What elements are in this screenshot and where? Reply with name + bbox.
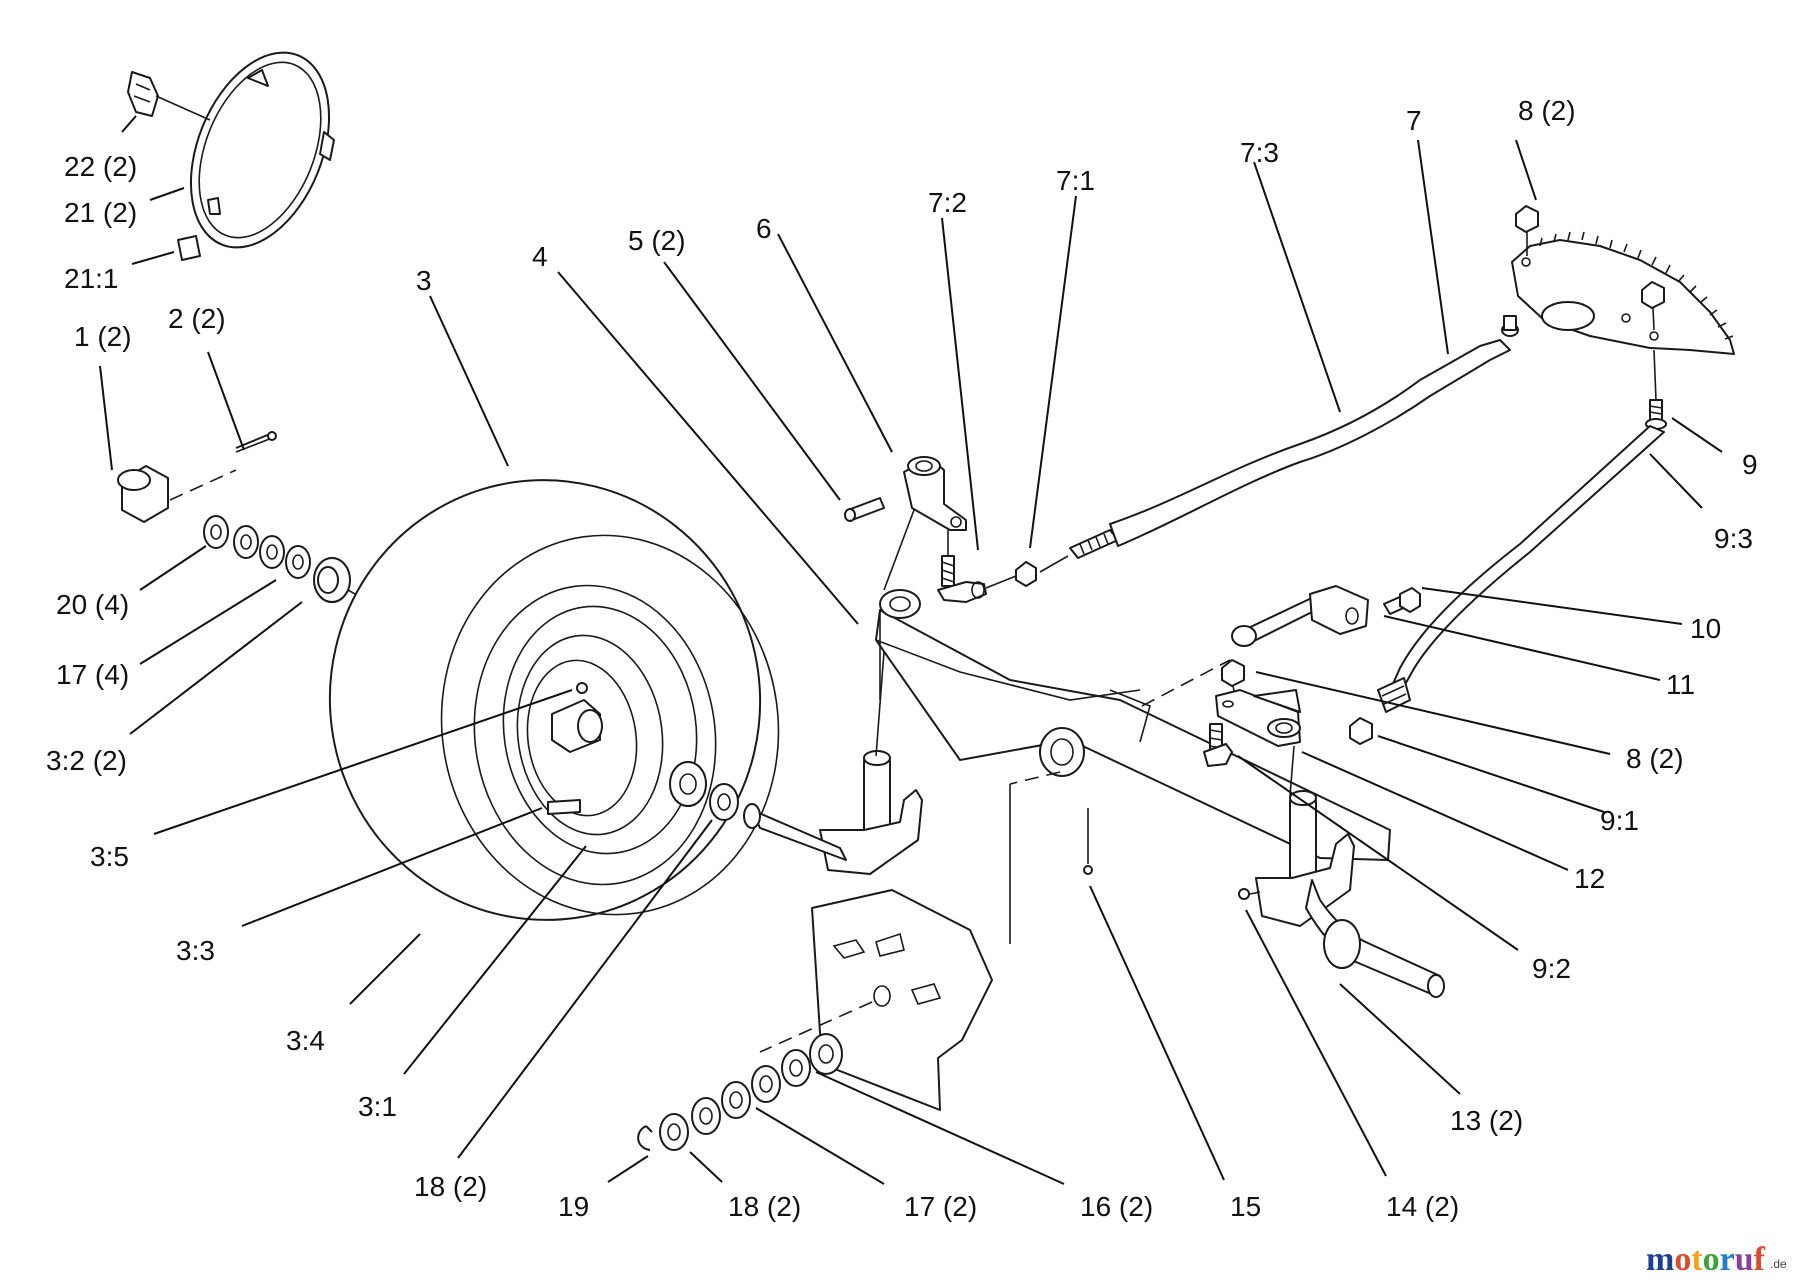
- axle-beam-4: [875, 589, 1391, 861]
- decal-21-1: [177, 235, 201, 261]
- nut-9-1: [1349, 717, 1373, 745]
- callout-18-2-left: 18 (2): [414, 1171, 487, 1202]
- pin-5: [844, 497, 885, 522]
- nut-8-mid: [1221, 659, 1245, 687]
- emblem-22: [127, 71, 159, 117]
- callout-17-4: 17 (4): [56, 659, 129, 690]
- callout-1-2: 1 (2): [74, 321, 132, 352]
- callout-12: 12: [1574, 863, 1605, 894]
- callout-4: 4: [532, 241, 548, 272]
- callout-3-4: 3:4: [286, 1025, 325, 1056]
- sector-gear: [1511, 231, 1735, 355]
- bolt-9-2: [1203, 723, 1233, 767]
- washer-18-left: [669, 761, 739, 821]
- watermark-suffix: .de: [1770, 1257, 1787, 1271]
- callout-18-2-bottom: 18 (2): [728, 1191, 801, 1222]
- callout-2-2: 2 (2): [168, 303, 226, 334]
- callout-3-1: 3:1: [358, 1091, 397, 1122]
- callout-16-2: 16 (2): [1080, 1191, 1153, 1222]
- callout-14-2: 14 (2): [1386, 1191, 1459, 1222]
- callout-3: 3: [416, 265, 432, 296]
- callout-7-1: 7:1: [1056, 165, 1095, 196]
- tie-rod-7: [1069, 315, 1519, 559]
- callout-3-2-2: 3:2 (2): [46, 745, 127, 776]
- callout-11: 11: [1666, 669, 1695, 700]
- bracket-11: [1231, 585, 1369, 647]
- callout-8-2-mid: 8 (2): [1626, 743, 1684, 774]
- callout-22-2: 22 (2): [64, 151, 137, 182]
- drag-link-9: [1377, 399, 1667, 713]
- callout-6: 6: [756, 213, 772, 244]
- steering-arm-6: [903, 456, 967, 531]
- watermark-logo: motoruf .de: [1646, 1241, 1787, 1278]
- steering-arm-12: [1215, 689, 1301, 747]
- callout-20-4: 20 (4): [56, 589, 129, 620]
- callout-8-2-top: 8 (2): [1518, 95, 1576, 126]
- bearing-3-2: [313, 557, 351, 603]
- callout-3-3: 3:3: [176, 935, 215, 966]
- callout-21-1: 21:1: [64, 263, 119, 294]
- washer-stack-16-19: [637, 1033, 843, 1151]
- callout-10: 10: [1690, 613, 1721, 644]
- callout-9: 9: [1742, 449, 1758, 480]
- grease-fitting-15: [1083, 808, 1093, 875]
- spindle-right: [1255, 790, 1445, 998]
- bolt-7-2: [937, 555, 987, 603]
- callout-3-5: 3:5: [90, 841, 129, 872]
- axle-cap-1: [117, 465, 169, 523]
- nut-7-1: [1015, 561, 1037, 587]
- callout-7: 7: [1406, 105, 1422, 136]
- callout-7-2: 7:2: [928, 187, 967, 218]
- grease-fitting-14: [1238, 888, 1261, 900]
- callout-9-3: 9:3: [1714, 523, 1753, 554]
- bolt-10: [1383, 587, 1421, 615]
- spindle-left: [743, 750, 923, 875]
- leader-lines: [99, 115, 1723, 1185]
- callout-17-2: 17 (2): [904, 1191, 977, 1222]
- mounting-bracket: [811, 889, 993, 1111]
- callout-9-2: 9:2: [1532, 953, 1571, 984]
- callout-15: 15: [1230, 1191, 1261, 1222]
- callout-5-2: 5 (2): [628, 225, 686, 256]
- callout-7-3: 7:3: [1240, 137, 1279, 168]
- callout-21-2: 21 (2): [64, 197, 137, 228]
- callout-labels: 22 (2) 21 (2) 21:1 1 (2) 2 (2) 3 4 5 (2)…: [46, 95, 1758, 1222]
- nut-8-top: [1515, 205, 1665, 309]
- callout-13-2: 13 (2): [1450, 1105, 1523, 1136]
- callout-19: 19: [558, 1191, 589, 1222]
- watermark-brand: motoruf: [1646, 1241, 1766, 1278]
- hub-cap-21: [189, 51, 335, 249]
- washer-stack-20-17: [203, 515, 311, 579]
- callout-9-1: 9:1: [1600, 805, 1639, 836]
